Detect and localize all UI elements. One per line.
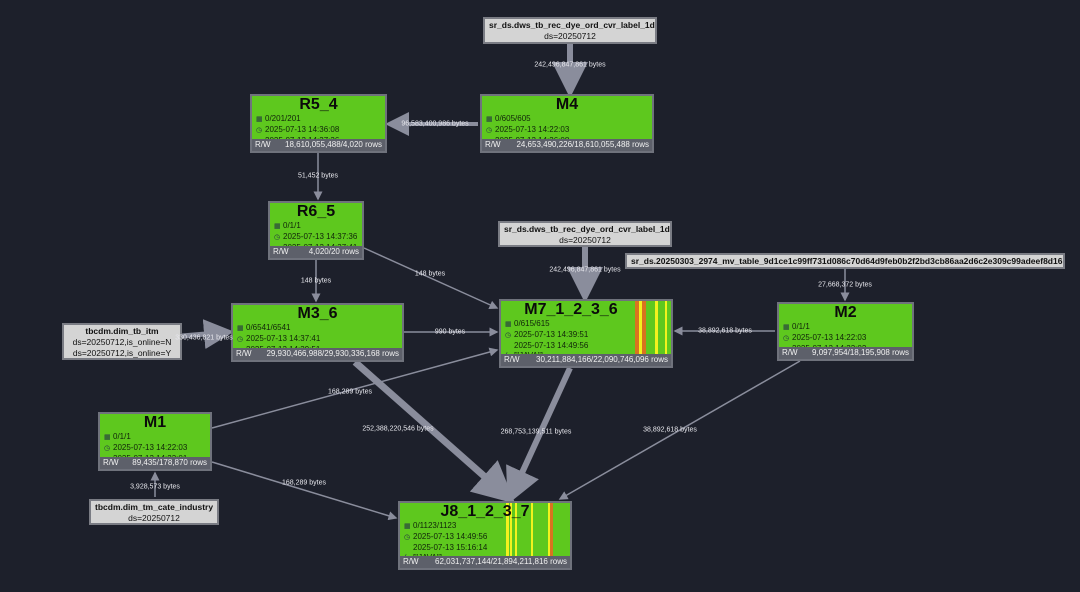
stage-node-m4[interactable]: M4 ▦0/605/605 ◷2025-07-13 14:22:03 2025-… [480, 94, 654, 153]
edge-M2-to-J8_1_2_3_7[interactable] [558, 360, 801, 500]
progress-stripes [635, 301, 671, 354]
edge-label: 168,289 bytes [282, 479, 326, 487]
tasks-icon: ▦ [274, 223, 281, 230]
clock-icon: ◷ [104, 445, 111, 452]
edge-M1-to-J8_1_2_3_7[interactable] [211, 461, 398, 521]
edge-label: 252,388,220,546 bytes [362, 425, 434, 433]
clock-icon: ◷ [404, 534, 411, 541]
edge-label: 268,753,139,511 bytes [500, 428, 572, 436]
clock-icon: ◷ [783, 335, 790, 342]
stage-node-r5-4[interactable]: R5_4 ▦0/201/201 ◷2025-07-13 14:36:08 202… [250, 94, 387, 153]
edge-label: 27,668,372 bytes [818, 281, 872, 289]
clock-icon: ◷ [256, 127, 263, 134]
tasks-icon: ▦ [783, 324, 790, 331]
edge-label: 148 bytes [414, 270, 446, 278]
edge-label: 330,436,821 bytes [175, 334, 233, 342]
source-table[interactable]: tbcdm.dim_tb_itm ds=20250712,is_online=N… [62, 323, 182, 360]
edge-label: 51,452 bytes [297, 172, 339, 180]
source-table[interactable]: sr_ds.dws_tb_rec_dye_ord_cvr_label_1d ds… [498, 221, 672, 247]
edge-label: 168,289 bytes [328, 388, 372, 396]
stage-title: M7_1_2_3_6 [524, 301, 618, 318]
edge-label: 38,892,618 bytes [643, 426, 697, 434]
progress-stripes [506, 503, 570, 556]
tasks-icon: ▦ [237, 325, 244, 332]
tasks-icon: ▦ [486, 116, 493, 123]
edge-src_itm-to-M3_6[interactable] [181, 319, 234, 350]
edge-R6_5-to-M7_1_2_3_6[interactable] [363, 247, 499, 310]
tasks-icon: ▦ [404, 523, 411, 530]
clock-icon: ◷ [274, 234, 281, 241]
tasks-icon: ▦ [256, 116, 263, 123]
stage-title: J8_1_2_3_7 [440, 503, 530, 520]
stage-title: M2 [834, 304, 857, 321]
stage-node-m1[interactable]: M1 ▦0/1/1 ◷2025-07-13 14:22:03 2025-07-1… [98, 412, 212, 471]
stage-node-m7-1-2-3-6[interactable]: M7_1_2_3_6 ▦0/615/615 ◷2025-07-13 14:39:… [499, 299, 673, 368]
edge-label: 148 bytes [300, 277, 332, 285]
clock-icon: ◷ [486, 127, 493, 134]
edge-label: 242,496,847,861 bytes [534, 61, 606, 69]
source-table[interactable]: tbcdm.dim_tm_cate_industry ds=20250712 [89, 499, 219, 525]
clock-icon: ◷ [505, 332, 512, 339]
stage-node-m3-6[interactable]: M3_6 ▦0/6541/6541 ◷2025-07-13 14:37:41 2… [231, 303, 404, 362]
edge-M3_6-to-J8_1_2_3_7[interactable] [352, 359, 516, 504]
edge-label: 38,892,618 bytes [698, 327, 752, 335]
stage-title: M1 [143, 414, 167, 431]
stage-title: M3_6 [297, 305, 338, 322]
stage-node-j8-1-2-3-7[interactable]: J8_1_2_3_7 ▦0/1123/1123 ◷2025-07-13 14:4… [398, 501, 572, 570]
tasks-icon: ▦ [505, 321, 512, 328]
tasks-icon: ▦ [104, 434, 111, 441]
edge-M1-to-M7_1_2_3_6[interactable] [211, 347, 499, 429]
stage-title: R5_4 [299, 96, 338, 113]
edge-M7_1_2_3_6-to-J8_1_2_3_7[interactable] [506, 366, 573, 505]
edge-label: 990 bytes [434, 328, 466, 336]
stage-node-r6-5[interactable]: R6_5 ▦0/1/1 ◷2025-07-13 14:37:36 2025-07… [268, 201, 364, 260]
stage-node-m2[interactable]: M2 ▦0/1/1 ◷2025-07-13 14:22:03 2025-07-1… [777, 302, 914, 361]
source-table[interactable]: sr_ds.dws_tb_rec_dye_ord_cvr_label_1d ds… [483, 17, 657, 44]
source-table[interactable]: sr_ds.20250303_2974_mv_table_9d1ce1c99ff… [625, 253, 1065, 269]
stage-title: R6_5 [296, 203, 336, 220]
clock-icon: ◷ [237, 336, 244, 343]
edge-label: 96,583,400,986 bytes [401, 120, 469, 128]
edge-label: 3,928,573 bytes [130, 483, 180, 491]
stage-title: M4 [555, 96, 579, 113]
edge-label: 242,496,847,861 bytes [549, 266, 621, 274]
